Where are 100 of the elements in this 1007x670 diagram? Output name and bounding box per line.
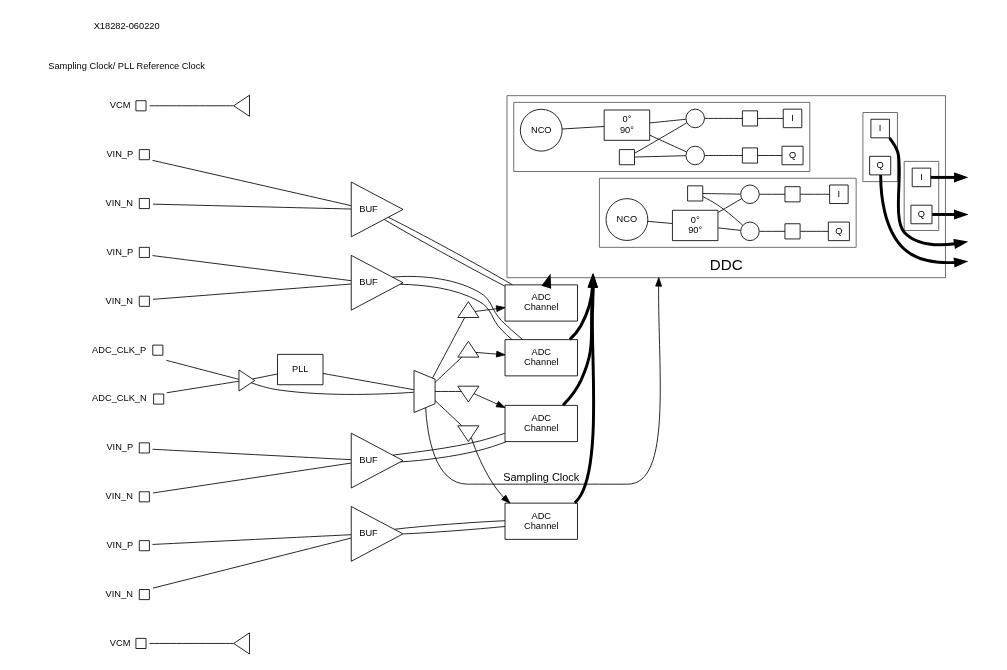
label: Sampling Clock/ PLL Reference Clock: [48, 60, 206, 71]
connector: [322, 373, 415, 391]
node-box: [138, 589, 150, 601]
arrow: [930, 172, 968, 183]
node-triangle: [238, 369, 256, 392]
node-box: [687, 185, 704, 202]
connector: [149, 643, 234, 644]
cluster: [862, 112, 898, 183]
node-box: Q: [910, 204, 933, 225]
connector: [402, 526, 506, 535]
node-box: [138, 149, 150, 161]
connector: [152, 255, 352, 282]
edge-label: Sampling Clock: [503, 471, 580, 484]
connector: [152, 448, 352, 461]
node-box: PLL: [277, 353, 324, 386]
connector: [434, 400, 463, 427]
node-box: [741, 147, 758, 164]
node-box: I: [829, 184, 849, 204]
connector: [432, 317, 465, 379]
node-label: VIN_N: [105, 588, 133, 599]
node-label: VIN_P: [106, 540, 134, 551]
node-box: [784, 223, 801, 240]
node-box: 0° 90°: [603, 109, 651, 141]
node-box: [784, 186, 801, 203]
node-box: ADC Channel: [504, 404, 578, 443]
connector: [561, 126, 605, 130]
node-circle: NCO: [605, 198, 649, 241]
connector: [252, 373, 278, 380]
node-box: ADC Channel: [504, 339, 578, 377]
node-label: VIN_P: [106, 149, 134, 160]
arrow: [474, 305, 506, 313]
connector: [152, 537, 352, 589]
arrow: [475, 350, 506, 358]
node-circle: [685, 108, 705, 129]
connector: [392, 432, 506, 456]
connector: [166, 359, 240, 380]
connector: [394, 520, 506, 530]
node-circle: [740, 184, 760, 204]
cluster: [599, 177, 857, 248]
node-box: [741, 110, 758, 127]
arrow: [473, 393, 506, 408]
connector: [757, 155, 783, 156]
connector: [399, 283, 513, 340]
connector: [152, 462, 352, 494]
node-label: VCM: [109, 100, 131, 111]
node-label: VIN_P: [106, 246, 134, 257]
node-triangle: [457, 385, 480, 403]
node-circle: NCO: [519, 108, 563, 152]
node-label: VIN_N: [105, 491, 133, 502]
connector: [149, 105, 234, 107]
connector: [702, 196, 744, 226]
node-label: ADC_CLK_P: [92, 344, 147, 355]
node-box: [618, 149, 635, 166]
node-triangle: [233, 94, 250, 117]
connector: [434, 356, 463, 383]
node-box: [153, 393, 165, 405]
arrow: [879, 174, 968, 268]
node-box: [135, 100, 147, 112]
connector: [152, 283, 352, 300]
connector: [649, 118, 687, 124]
connector: [166, 380, 240, 394]
connector: [434, 391, 462, 392]
node-label: ADC_CLK_N: [92, 393, 147, 404]
cluster: [513, 102, 811, 172]
node-box: ADC Channel: [504, 502, 578, 540]
connector: [717, 227, 741, 231]
node-box: [138, 246, 150, 258]
node-box: [138, 491, 150, 503]
arrow: [932, 209, 968, 220]
node-circle: [740, 221, 760, 242]
arrow: [888, 136, 968, 249]
node-box: [152, 344, 164, 356]
node-box: I: [782, 108, 803, 129]
node-box: [138, 442, 150, 454]
node-box: Q: [869, 155, 892, 176]
node-triangle: [457, 301, 480, 318]
node-triangle: [233, 632, 250, 655]
connector: [759, 193, 786, 195]
connector: [704, 155, 743, 156]
connector: [704, 118, 743, 119]
node-label: VCM: [109, 637, 131, 648]
node-label: VIN_N: [105, 197, 133, 208]
node-box: [138, 295, 150, 307]
node-box: Q: [781, 145, 804, 166]
connector: [400, 441, 507, 463]
node-triangle: [457, 425, 480, 443]
node-label: VIN_P: [106, 442, 134, 453]
connector: [702, 193, 741, 195]
connector: [392, 276, 523, 340]
node-box: I: [911, 167, 932, 188]
connector: [799, 230, 829, 232]
node-box: Q: [827, 221, 850, 242]
node-box: 0° 90°: [672, 209, 719, 242]
connector: [717, 198, 743, 213]
arrow: [470, 437, 511, 504]
label: X18282-060220: [93, 20, 160, 31]
connector: [152, 203, 352, 210]
connector: [759, 230, 786, 232]
arrow: [425, 277, 662, 485]
node-label: VIN_N: [105, 295, 133, 306]
